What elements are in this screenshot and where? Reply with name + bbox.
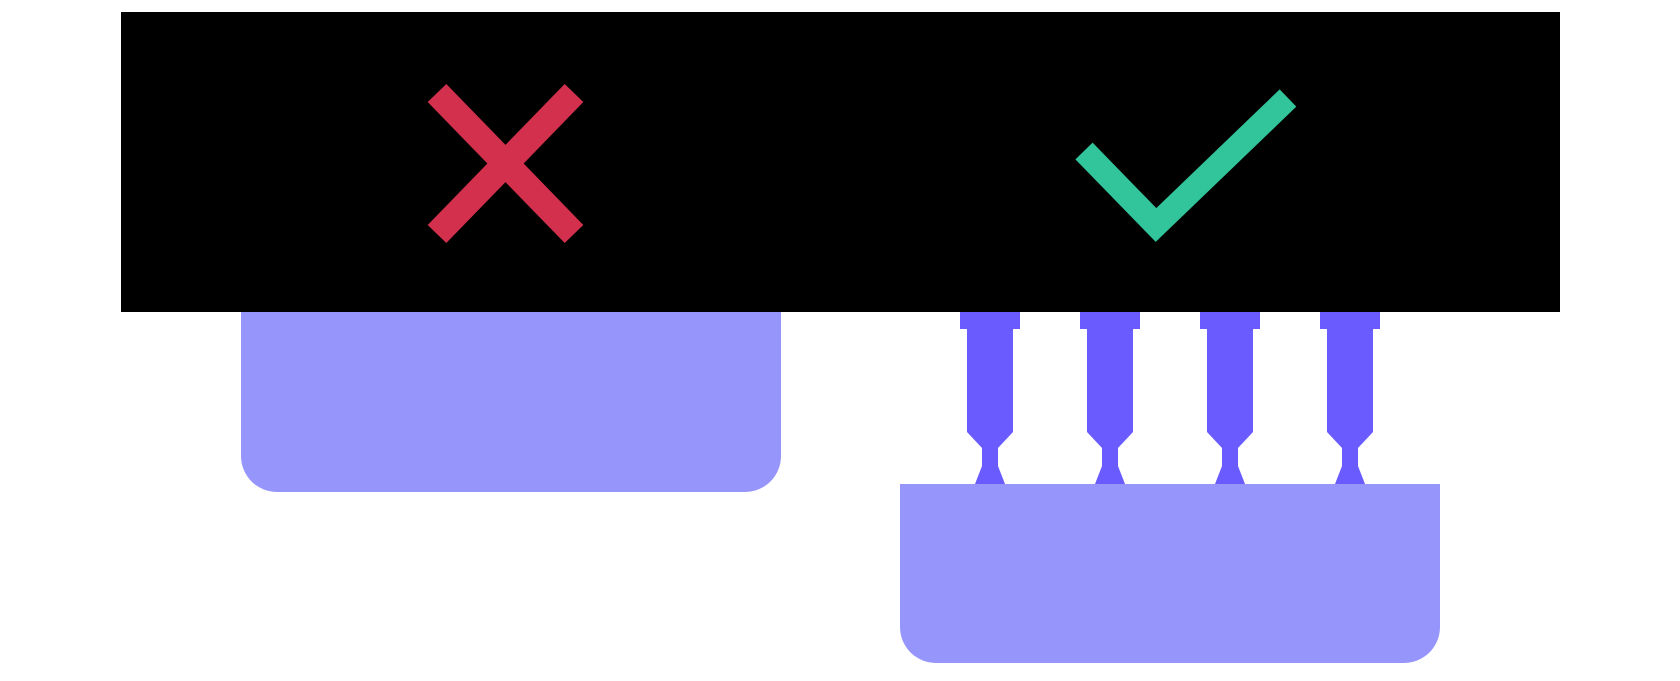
check-icon xyxy=(1075,89,1297,242)
connector-2 xyxy=(1080,312,1140,484)
right-panel xyxy=(900,484,1440,663)
connector-group xyxy=(960,312,1380,484)
cross-stroke-b xyxy=(427,83,584,244)
top-banner xyxy=(121,12,1560,312)
connector-1 xyxy=(960,312,1020,484)
connector-4 xyxy=(1320,312,1380,484)
cross-icon xyxy=(427,83,584,244)
connector-3 xyxy=(1200,312,1260,484)
left-panel xyxy=(241,312,781,492)
